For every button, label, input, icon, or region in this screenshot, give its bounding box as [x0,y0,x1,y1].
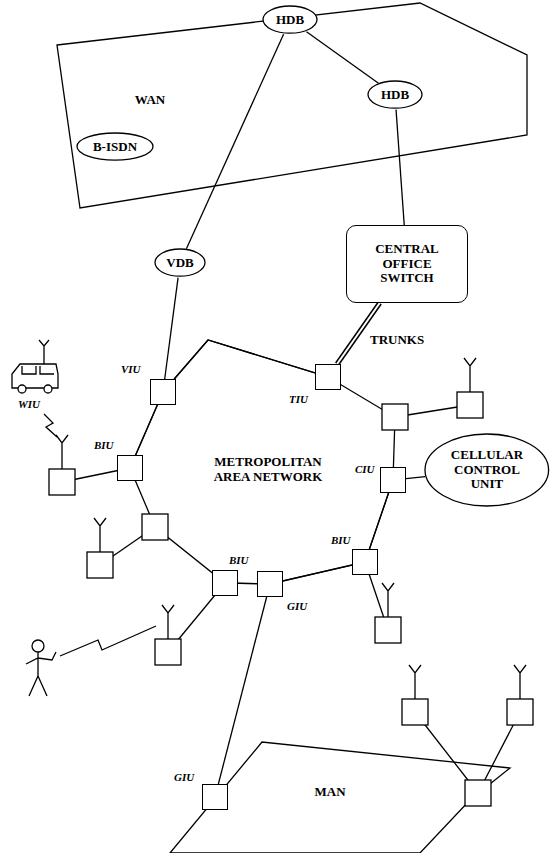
radio-link [44,414,57,437]
node-label: METROPOLITAN AREA NETWORK [203,455,333,485]
network-ring-outline [130,340,395,584]
interface-unit: TIU [315,364,341,390]
database-ellipse: HDB [262,5,318,34]
man-region-outline [170,742,510,853]
antenna-symbol [39,340,49,364]
link-line [186,34,283,249]
database-ellipse [368,81,422,108]
node-label: CELLULAR CONTROL UNIT [447,448,527,493]
switch-box: CENTRAL OFFICE SWITCH [346,225,468,303]
antenna-symbol [409,665,421,699]
antenna-symbol [514,665,526,699]
base-station [375,617,401,643]
link-line [165,278,178,379]
interface-unit: GIU [202,784,228,810]
node-label: MAN [314,785,345,800]
wan-region-outline [57,3,527,208]
unit-label: WIU [18,398,40,411]
label-holder: MAN [314,785,345,800]
antenna-symbol [464,358,476,392]
person-head [32,640,44,652]
base-station [87,552,113,578]
label-holder: BIU [94,439,114,452]
unit-label: BIU [229,554,249,567]
label-holder: BIU [331,534,351,547]
vehicle-wheel [44,385,52,393]
vehicle-window [22,366,54,374]
antenna-symbol [382,583,394,617]
node-label: VDB [166,256,193,271]
interface-unit: GIU [257,571,283,597]
antenna-symbol [56,435,68,469]
interface-unit: BIU [352,549,378,575]
node-label: WAN [135,93,165,108]
database-ellipse [155,249,205,276]
label-holder: VIU [121,363,141,376]
link-line [186,34,283,249]
wan-region: HDB HDB B-ISDN WAN [57,3,527,208]
network-ellipse [77,133,153,160]
node-label: HDB [276,13,304,28]
radio-link [60,626,156,656]
person-body [26,652,56,696]
base-station [457,392,483,418]
link-line [218,597,266,784]
link-line [307,32,379,83]
link-line [218,597,266,784]
node-label: CENTRAL OFFICE SWITCH [357,242,457,287]
label-holder: METROPOLITAN AREA NETWORK [203,455,333,485]
interface-unit: BIU [117,455,143,481]
label-holder: GIU [174,771,194,784]
antenna-symbol [94,518,106,552]
interface-square [142,514,168,540]
unit-label: GIU [287,600,307,613]
network-ellipse: B-ISDN [76,132,154,161]
database-ellipse: VDB [154,248,206,277]
label-holder: WAN [135,93,165,108]
vehicle-wheel [18,385,26,393]
link-line [406,477,425,479]
antenna-symbol [162,605,174,639]
interface-unit: BIU [212,570,238,596]
node-label: B-ISDN [93,140,137,155]
label-holder: CIU [355,463,375,476]
base-station [402,699,428,725]
interface-square [465,780,491,806]
interface-unit: CIU [380,467,406,493]
edge-label: TRUNKS [368,333,426,348]
database-ellipse [263,6,317,33]
label-holder: WIU [18,398,40,411]
unit-label: TIU [289,393,308,406]
base-station [155,639,181,665]
unit-label: GIU [174,771,194,784]
control-unit-ellipse: CELLULAR CONTROL UNIT [424,433,550,507]
label-holder: TIU [289,393,308,406]
vehicle-icon [12,364,58,388]
link-line [174,340,315,379]
link-line [174,340,315,379]
interface-square [382,404,408,430]
label-holder: GIU [287,600,307,613]
unit-label: VIU [121,363,141,376]
node-label: HDB [381,88,409,103]
link-line [406,477,425,479]
unit-label: CIU [355,463,375,476]
base-station [49,469,75,495]
label-holder: TRUNKS [368,333,426,348]
link-line [165,278,178,379]
link-line [396,110,404,225]
unit-label: BIU [94,439,114,452]
interface-unit: VIU [150,379,176,405]
label-holder: BIU [229,554,249,567]
base-station [507,699,533,725]
control-unit-ellipse [425,434,549,506]
link-line [307,32,379,83]
link-line [396,110,404,225]
unit-label: BIU [331,534,351,547]
database-ellipse: HDB [367,80,423,109]
